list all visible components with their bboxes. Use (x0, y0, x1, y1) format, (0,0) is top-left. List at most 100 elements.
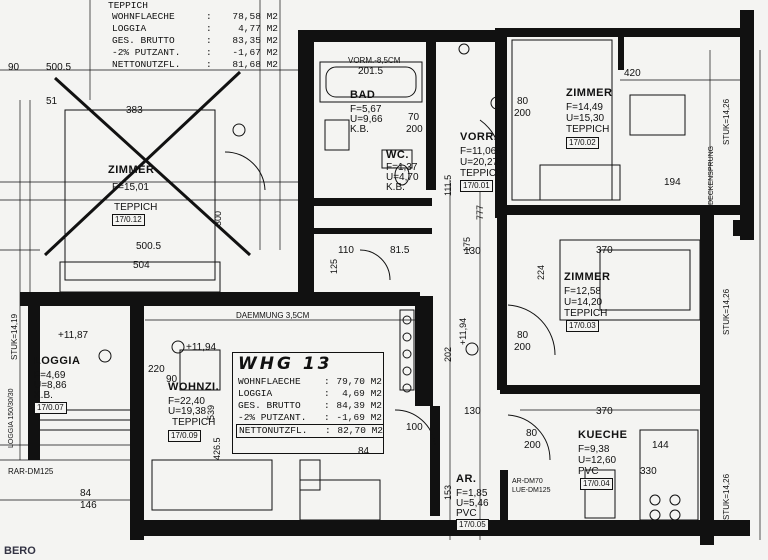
level-marker: +11,94 (186, 342, 217, 353)
ceiling-height-note: STUK=14,26 (722, 473, 731, 520)
room-zimmer2-floor: TEPPICH (564, 308, 608, 319)
room-ar-area: F=1,85 (456, 488, 488, 499)
room-zimmer2-code: 17/0.03 (566, 320, 599, 332)
room-vorr-code: 17/0.01 (460, 180, 493, 192)
room-zimmer2-name: ZIMMER (564, 271, 611, 283)
dim-text: 100 (406, 422, 423, 433)
vent-note: AR-DM70 (512, 478, 543, 485)
unit-top-table: TEPPICH (108, 0, 148, 12)
dim-text: 370 (596, 406, 613, 417)
walls (20, 10, 754, 545)
room-wohnzi-area: F=22,40 (168, 396, 205, 407)
table-row: WOHNFLAECHE:79,70 M2 (238, 376, 382, 387)
vent-note: RAR-DM125 (8, 467, 54, 476)
cross-line-1 (53, 76, 252, 257)
room-zimmer-left-area: F=15,01 (112, 182, 149, 193)
dim-text: 84 (358, 446, 370, 457)
dim-text-vertical: 153 (443, 484, 453, 500)
table-row: LOGGIA:4,69 M2 (238, 388, 382, 399)
room-vorr-floor: TEPPICH (460, 168, 504, 179)
room-kueche-area: F=9,38 (578, 444, 610, 455)
room-ar-floor: PVC (456, 508, 477, 519)
dim-text: 90 (8, 62, 20, 73)
ceiling-step-note: DECKENSPRUNG (708, 145, 715, 205)
dim-text: 200 (406, 124, 423, 135)
dim-text: 144 (652, 440, 669, 451)
dim-text: 383 (126, 105, 143, 116)
dim-text-vertical: 202 (443, 346, 453, 362)
room-loggia-floor: K.B. (34, 390, 53, 401)
dim-text: 110 (338, 245, 354, 256)
room-vorr-perimeter: U=20,27 (460, 157, 499, 168)
brand-logo: BERO (4, 545, 36, 557)
room-kueche-name: KUECHE (578, 429, 628, 441)
room-bad-floor: K.B. (350, 124, 369, 135)
dim-text: 194 (664, 177, 681, 188)
room-zimmer-left-floor: TEPPICH (114, 202, 158, 213)
room-kueche-code: 17/0.04 (580, 478, 613, 490)
dim-text: 330 (640, 466, 657, 477)
table-row-total: NETTONUTZFL.:82,70 M2 (236, 424, 384, 438)
room-loggia-name: LOGGIA (34, 355, 81, 367)
room-loggia-area: F=4,69 (34, 370, 66, 381)
room-bad-name: BAD (350, 89, 376, 101)
room-wohnzi-name: WOHNZI. (168, 381, 220, 393)
ceiling-height-note: STUK=14,26 (722, 98, 731, 145)
table-row: GES. BRUTTO:83,35 M2 (112, 35, 278, 46)
room-zimmer2-perimeter: U=14,20 (564, 297, 603, 308)
room-zimmer2-area: F=12,58 (564, 286, 601, 297)
dim-text: 80 (517, 96, 529, 107)
dim-text: 81.5 (390, 245, 410, 256)
room-wohnzi-floor: TEPPICH (172, 417, 216, 428)
dim-text-vertical: 300 (213, 210, 223, 226)
room-zimmer1-perimeter: U=15,30 (566, 113, 605, 124)
room-zimmer1-code: 17/0.02 (566, 137, 599, 149)
table-row: WOHNFLAECHE:78,58 M2 (112, 11, 278, 22)
dim-text: 220 (148, 364, 165, 375)
unit-main-rows: WOHNFLAECHE:79,70 M2 LOGGIA:4,69 M2 GES.… (236, 376, 384, 438)
dim-text: 500.5 (136, 241, 162, 252)
room-wohnzi-code: 17/0.09 (168, 430, 201, 442)
table-row: -2% PUTZANT.:-1,69 M2 (238, 412, 382, 423)
dim-text: 51 (46, 96, 58, 107)
level-marker: +11,94 (458, 317, 468, 345)
room-vorr-area: F=11,06 (460, 146, 497, 157)
table-row: NETTONUTZFL.:81,68 M2 (112, 59, 278, 70)
room-loggia-perimeter: U=8,86 (34, 380, 67, 391)
dim-text: 200 (524, 440, 541, 451)
room-kueche-perimeter: U=12,60 (578, 455, 617, 466)
dim-text-vertical: 426.5 (212, 437, 222, 460)
dim-text: 70 (408, 112, 420, 123)
dim-text-vertical: 777 (475, 204, 485, 220)
dim-text-vertical: 125 (329, 258, 339, 274)
dim-text-vertical: 175 (462, 236, 472, 252)
dim-text: 200 (514, 108, 531, 119)
room-zimmer-left-name: ZIMMER (108, 164, 155, 176)
dim-text: 130 (464, 406, 481, 417)
wall-note: VORM.-8,5CM (348, 56, 401, 65)
room-bad-perimeter: U=9,66 (350, 114, 383, 125)
room-kueche-floor: PVC (578, 466, 599, 477)
fixtures (40, 39, 701, 521)
table-row: GES. BRUTTO:84,39 M2 (238, 400, 382, 411)
dim-text: 370 (596, 245, 613, 256)
room-ar-perimeter: U=5,46 (456, 498, 489, 509)
room-wc-floor: K.B. (386, 182, 405, 193)
dim-text: 80 (526, 428, 538, 439)
dim-text: 201.5 (358, 66, 384, 77)
dim-text-vertical: 111.5 (443, 174, 453, 196)
room-zimmer1-name: ZIMMER (566, 87, 613, 99)
ceiling-height-note: STUK=14,26 (722, 288, 731, 335)
room-wohnzi-perimeter: U=19,38 (168, 406, 207, 417)
dim-text: 504 (133, 260, 150, 271)
level-marker: +11,87 (58, 330, 89, 341)
room-loggia-code: 17/0.07 (34, 402, 67, 414)
dim-text: 500.5 (46, 62, 72, 73)
dim-text: 90 (166, 374, 178, 385)
room-wc-area: F=1,37 (386, 162, 418, 173)
room-zimmer-left-code: 17/0.12 (112, 214, 145, 226)
dim-text: 80 (517, 330, 529, 341)
dim-text-vertical: 224 (536, 264, 546, 280)
dim-text: 146 (80, 500, 97, 511)
